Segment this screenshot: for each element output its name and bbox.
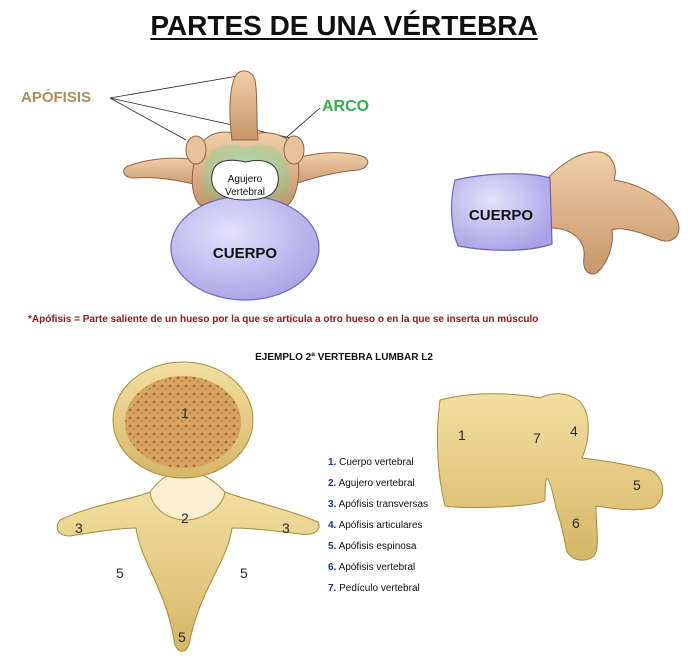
transverse-process-left bbox=[123, 157, 209, 189]
vertebral-body-side bbox=[450, 173, 553, 251]
articular-process-right bbox=[283, 135, 305, 165]
arco-label: ARCO bbox=[322, 98, 370, 115]
photo-side-num-7: 7 bbox=[533, 430, 541, 446]
legend-number: 1. bbox=[328, 457, 337, 468]
legend-item: 1. Cuerpo vertebral bbox=[328, 457, 414, 468]
photo-vertebra-side-view: 1 7 4 5 6 bbox=[436, 393, 664, 561]
legend-number: 5. bbox=[328, 541, 337, 552]
legend-item: 7. Pedículo vertebral bbox=[328, 583, 420, 594]
transverse-process-right bbox=[282, 152, 369, 189]
cuerpo-label-top: CUERPO bbox=[213, 245, 278, 262]
side-vertebra-illustration: CUERPO bbox=[450, 151, 680, 275]
agujero-label-line1: Agujero bbox=[228, 174, 263, 185]
legend-text: Apófisis espinosa bbox=[338, 541, 417, 552]
top-vertebra-illustration: Agujero Vertebral CUERPO bbox=[109, 70, 369, 301]
photo-side-num-1: 1 bbox=[458, 427, 466, 443]
photo-spongy-bone bbox=[125, 376, 241, 468]
page-title: PARTES DE UNA VÉRTEBRA bbox=[150, 10, 538, 41]
legend-number: 6. bbox=[328, 562, 337, 573]
legend-number: 4. bbox=[328, 520, 337, 531]
legend-item: 6. Apófisis vertebral bbox=[328, 562, 415, 573]
articular-process-left bbox=[185, 135, 207, 165]
photo-top-num-2: 2 bbox=[181, 510, 189, 526]
legend-text: Apófisis articulares bbox=[338, 520, 423, 531]
legend-item: 4. Apófisis articulares bbox=[328, 520, 423, 531]
agujero-label-line2: Vertebral bbox=[225, 187, 265, 198]
photo-top-num-1: 1 bbox=[181, 405, 189, 421]
legend-item: 2. Agujero vertebral bbox=[328, 478, 415, 489]
apofisis-leader-line bbox=[109, 75, 239, 99]
photo-top-num-5-left: 5 bbox=[116, 565, 124, 581]
photo-top-num-5-bottom: 5 bbox=[178, 629, 186, 645]
spinous-process bbox=[229, 70, 259, 141]
photo-posterior-elements bbox=[56, 491, 320, 652]
legend-text: Agujero vertebral bbox=[338, 478, 415, 489]
photo-top-num-5-right: 5 bbox=[240, 565, 248, 581]
legend-text: Cuerpo vertebral bbox=[339, 457, 414, 468]
legend-item: 5. Apófisis espinosa bbox=[328, 541, 416, 552]
photo-side-num-4: 4 bbox=[570, 423, 578, 439]
side-arch-processes bbox=[547, 151, 680, 275]
legend-number: 2. bbox=[328, 478, 337, 489]
photo-side-num-5: 5 bbox=[633, 477, 641, 493]
photo-side-num-6: 6 bbox=[572, 515, 580, 531]
cuerpo-label-side: CUERPO bbox=[469, 207, 534, 224]
photo-side-bone bbox=[436, 393, 664, 561]
example-title: EJEMPLO 2ª VERTEBRA LUMBAR L2 bbox=[255, 352, 433, 363]
apofisis-definition-note: *Apófisis = Parte saliente de un hueso p… bbox=[28, 314, 539, 325]
legend-number: 3. bbox=[328, 499, 337, 510]
legend-number: 7. bbox=[328, 583, 337, 594]
photo-vertebra-top-view: 1 2 3 3 5 5 5 bbox=[56, 361, 320, 652]
legend-item: 3. Apófisis transversas bbox=[328, 499, 428, 510]
vertebral-foramen bbox=[211, 159, 279, 201]
legend-text: Pedículo vertebral bbox=[339, 583, 420, 594]
photo-top-num-3-right: 3 bbox=[282, 520, 290, 536]
legend-text: Apófisis transversas bbox=[338, 499, 429, 510]
apofisis-leader-line bbox=[109, 97, 187, 141]
photo-top-num-3-left: 3 bbox=[75, 520, 83, 536]
apofisis-label: APÓFISIS bbox=[21, 89, 92, 106]
legend-text: Apófisis vertebral bbox=[338, 562, 416, 573]
